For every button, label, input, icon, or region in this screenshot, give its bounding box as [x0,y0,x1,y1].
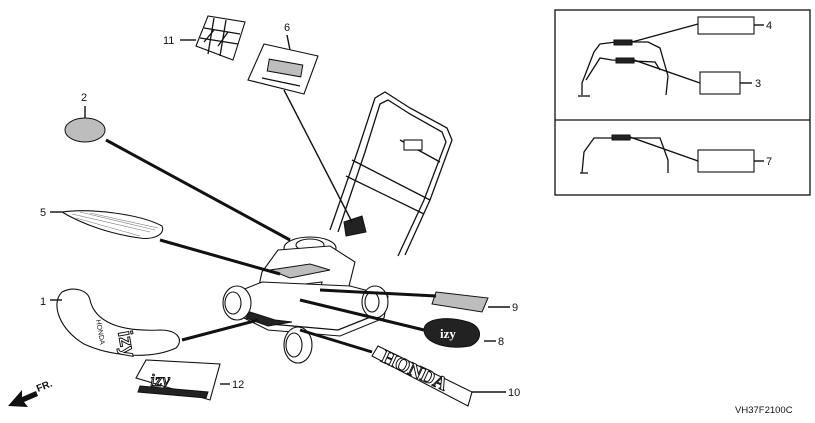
honda-decal-text: HONDA [378,346,451,395]
label-12-text: izy [150,370,170,390]
drawing-code: VH37F2100C [735,405,793,416]
mower-handle [329,91,453,257]
label-7-sticker [697,149,755,173]
callout-11: 11 [163,35,174,47]
label-4-sticker [697,16,755,35]
label-11-sticker [195,15,246,61]
izy-honda-text: HONDA [94,319,105,345]
callout-9: 9 [512,302,518,314]
front-direction-indicator: FR. [8,378,54,407]
callout-12: 12 [232,379,244,391]
label-1-decal: izy HONDA [56,288,180,361]
callout-7: 7 [766,156,772,168]
direction-label: FR. [35,378,54,394]
inset-handle-lower [580,134,669,174]
callout-numbers: 1 2 3 4 5 6 7 8 9 10 11 12 [40,20,772,399]
direction-arrow-icon [8,390,38,407]
label-8-sticker: izy [423,318,480,348]
label-2-disc [64,117,106,143]
label-3-sticker [699,71,741,95]
callout-10: 10 [508,387,520,399]
izy-logo-text: izy [113,329,139,360]
label-10-decal: HONDA [371,345,473,407]
label-6-sticker [247,43,319,95]
bag-label-6-position [343,215,367,237]
label-5-decal [60,210,164,240]
callout-6: 6 [284,22,290,34]
inset-handle-upper [578,39,669,97]
label-9-strip [431,291,489,313]
callout-2: 2 [81,92,87,104]
callout-5: 5 [40,207,46,219]
callout-1: 1 [40,296,46,308]
leader-lines [50,34,510,393]
callout-8: 8 [498,336,504,348]
inset-panel [554,9,811,196]
mower-deck [231,281,389,337]
callout-4: 4 [766,20,772,32]
label-12-sticker: izy [135,359,221,401]
callout-3: 3 [755,78,761,90]
label-8-text: izy [440,326,456,341]
